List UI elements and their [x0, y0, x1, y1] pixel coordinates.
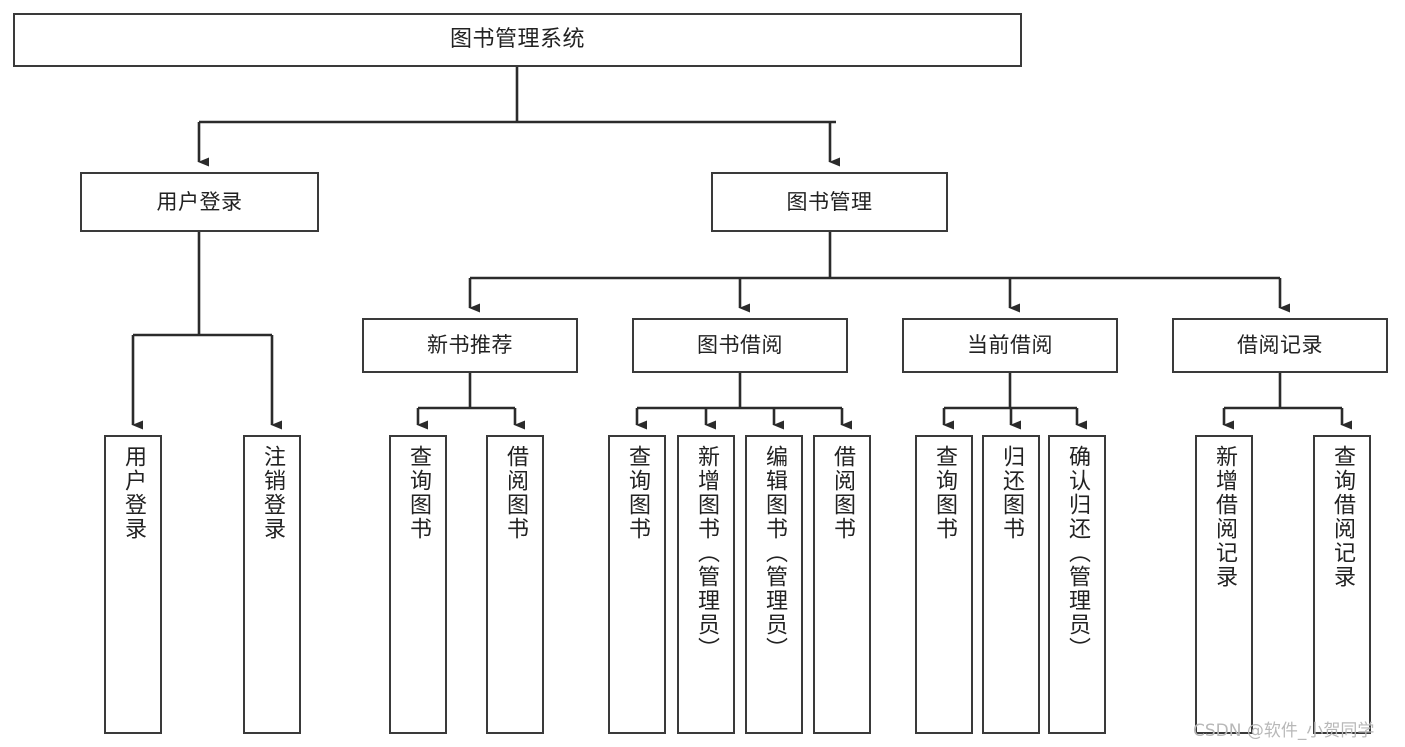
leaf-label: 查询图书 [406, 445, 431, 541]
node-current-borrow-label: 当前借阅 [967, 333, 1053, 358]
node-borrow-record-label: 借阅记录 [1237, 333, 1323, 358]
leaf-query-borrow-record[interactable]: 查询借阅记录 [1313, 435, 1371, 734]
leaf-label: 编辑图书（管理员） [762, 445, 787, 661]
leaf-add-borrow-record[interactable]: 新增借阅记录 [1195, 435, 1253, 734]
node-new-book-recommend-label: 新书推荐 [427, 333, 513, 358]
node-book-management[interactable]: 图书管理 [711, 172, 948, 232]
leaf-label: 新增图书（管理员） [694, 445, 719, 661]
leaf-user-login[interactable]: 用户登录 [104, 435, 162, 734]
node-book-borrow[interactable]: 图书借阅 [632, 318, 848, 373]
node-book-management-label: 图书管理 [786, 189, 873, 214]
leaf-label: 查询图书 [625, 445, 650, 541]
leaf-logout[interactable]: 注销登录 [243, 435, 301, 734]
leaf-borrow-book-recommend[interactable]: 借阅图书 [486, 435, 544, 734]
leaf-confirm-return-admin[interactable]: 确认归还（管理员） [1048, 435, 1106, 734]
leaf-label: 归还图书 [999, 445, 1024, 541]
leaf-label: 查询借阅记录 [1330, 445, 1355, 589]
node-root[interactable]: 图书管理系统 [13, 13, 1022, 67]
node-user-login[interactable]: 用户登录 [80, 172, 319, 232]
leaf-add-book-admin[interactable]: 新增图书（管理员） [677, 435, 735, 734]
leaf-label: 注销登录 [260, 445, 285, 541]
leaf-query-book-borrow[interactable]: 查询图书 [608, 435, 666, 734]
node-root-label: 图书管理系统 [449, 27, 585, 53]
csdn-watermark: CSDN @软件_小贺同学 [1193, 721, 1375, 741]
leaf-label: 借阅图书 [830, 445, 855, 541]
leaf-label: 借阅图书 [503, 445, 528, 541]
leaf-borrow-book[interactable]: 借阅图书 [813, 435, 871, 734]
node-book-borrow-label: 图书借阅 [697, 333, 783, 358]
leaf-label: 新增借阅记录 [1212, 445, 1237, 589]
node-user-login-label: 用户登录 [156, 189, 243, 214]
leaf-return-book[interactable]: 归还图书 [982, 435, 1040, 734]
node-current-borrow[interactable]: 当前借阅 [902, 318, 1118, 373]
leaf-label: 用户登录 [121, 445, 146, 541]
node-new-book-recommend[interactable]: 新书推荐 [362, 318, 578, 373]
node-borrow-record[interactable]: 借阅记录 [1172, 318, 1388, 373]
leaf-query-book-current[interactable]: 查询图书 [915, 435, 973, 734]
leaf-edit-book-admin[interactable]: 编辑图书（管理员） [745, 435, 803, 734]
leaf-label: 查询图书 [932, 445, 957, 541]
leaf-query-book-recommend[interactable]: 查询图书 [389, 435, 447, 734]
leaf-label: 确认归还（管理员） [1065, 445, 1090, 661]
